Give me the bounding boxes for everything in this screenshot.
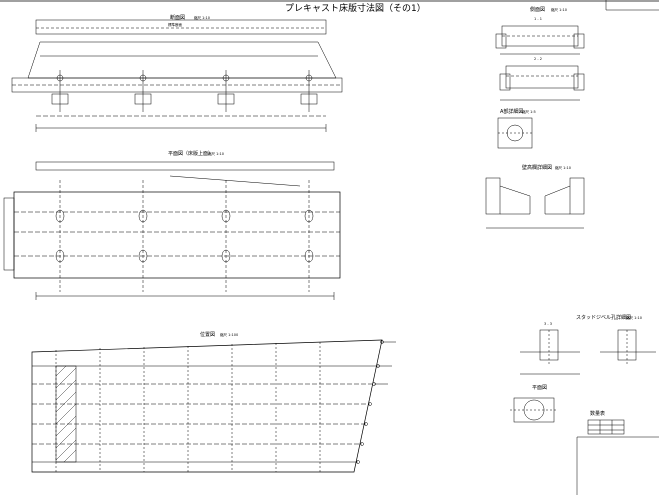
edge-detail-view xyxy=(485,177,585,229)
side-section-2: 2 - 2 xyxy=(534,57,542,61)
position-plan-scale: 縮尺 1:100 xyxy=(220,333,239,337)
stud-detail-label: スタッドジベル孔詳細図 xyxy=(576,315,632,321)
stud-detail-view xyxy=(510,329,656,423)
cross-section-label: 断面図 xyxy=(170,15,186,21)
quantity-table-label: 数量表 xyxy=(590,411,606,417)
cross-section-view xyxy=(11,19,343,132)
position-plan-label: 位置図 xyxy=(200,332,216,338)
plan-top-label: 平面図（床版上面） xyxy=(168,151,214,157)
detail-a-label: A部詳細図 xyxy=(500,109,524,115)
plan-top-scale: 縮尺 1:10 xyxy=(208,152,224,156)
drawing-title: プレキャスト床版寸法図（その1） xyxy=(285,4,426,14)
side-section-1: 1 - 1 xyxy=(534,17,542,21)
edge-detail-label: 壁高欄詳細図 xyxy=(522,165,553,171)
detail-a-view xyxy=(497,117,533,149)
quantity-table xyxy=(587,419,625,435)
stud-section: 3 - 3 xyxy=(544,322,552,326)
detail-a-scale: 縮尺 1:5 xyxy=(522,110,536,114)
side-view-label: 側面図 xyxy=(530,7,546,13)
edge-detail-scale: 縮尺 1:10 xyxy=(555,166,571,170)
side-view xyxy=(495,25,585,101)
plan-small-label: 平面図 xyxy=(532,385,548,391)
cross-section-scale: 縮尺 1:10 xyxy=(194,16,210,20)
cross-section-sub: 標準断面 xyxy=(168,23,182,27)
plan-top-view xyxy=(3,161,341,300)
position-plan-view xyxy=(31,339,396,473)
stud-detail-scale: 縮尺 1:10 xyxy=(626,316,642,320)
side-view-scale: 縮尺 1:10 xyxy=(551,8,567,12)
